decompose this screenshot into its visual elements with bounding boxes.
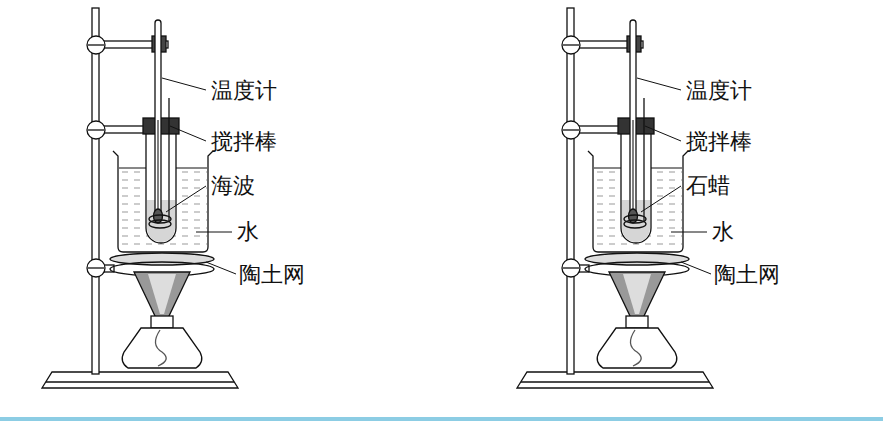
part-label: 陶土网 bbox=[714, 263, 780, 287]
part-label: 温度计 bbox=[686, 79, 752, 103]
haibo-apparatus bbox=[42, 8, 238, 388]
part-label: 水 bbox=[237, 220, 259, 244]
part-label: 海波 bbox=[211, 174, 255, 198]
part-label: 搅拌棒 bbox=[211, 130, 277, 154]
part-label: 搅拌棒 bbox=[686, 130, 752, 154]
part-label: 水 bbox=[712, 220, 734, 244]
part-label: 陶土网 bbox=[239, 263, 305, 287]
part-label: 温度计 bbox=[211, 79, 277, 103]
paraffin-apparatus bbox=[517, 8, 713, 388]
part-label: 石蜡 bbox=[686, 174, 730, 198]
bottom-rule bbox=[0, 417, 883, 421]
